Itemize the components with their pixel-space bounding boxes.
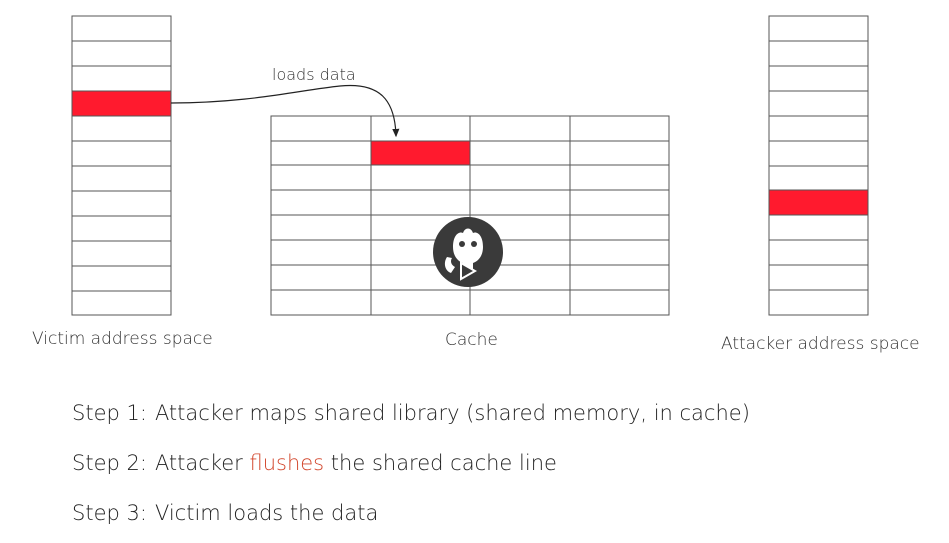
- cache-highlighted-line: [371, 141, 470, 165]
- step-2-text-post: the shared cache line: [324, 451, 557, 475]
- attacker-address-space: [768, 15, 869, 316]
- step-3-number: Step 3:: [72, 501, 147, 525]
- step-1: Step 1: Attacker maps shared library (sha…: [72, 401, 750, 425]
- victim-label: Victim address space: [32, 329, 213, 349]
- step-2: Step 2: Attacker flushes the shared cache…: [72, 451, 557, 475]
- victim-address-space: [71, 15, 172, 316]
- loads-data-arrow: [170, 84, 400, 138]
- step-2-text-pre: Attacker: [154, 451, 250, 475]
- arrow-label: loads data: [272, 65, 356, 84]
- cache-grid: [270, 115, 670, 316]
- attacker-label: Attacker address space: [721, 334, 920, 354]
- attacker-highlighted-line: [769, 190, 868, 215]
- step-1-number: Step 1:: [72, 401, 147, 425]
- step-3: Step 3: Victim loads the data: [72, 501, 378, 525]
- step-2-highlight: flushes: [249, 451, 325, 475]
- step-3-text: Victim loads the data: [154, 501, 379, 525]
- play-logo-icon[interactable]: [433, 217, 503, 287]
- step-1-text: Attacker maps shared library (shared mem…: [154, 401, 750, 425]
- cache-label: Cache: [445, 330, 498, 350]
- victim-highlighted-line: [72, 91, 171, 116]
- step-2-number: Step 2:: [72, 451, 147, 475]
